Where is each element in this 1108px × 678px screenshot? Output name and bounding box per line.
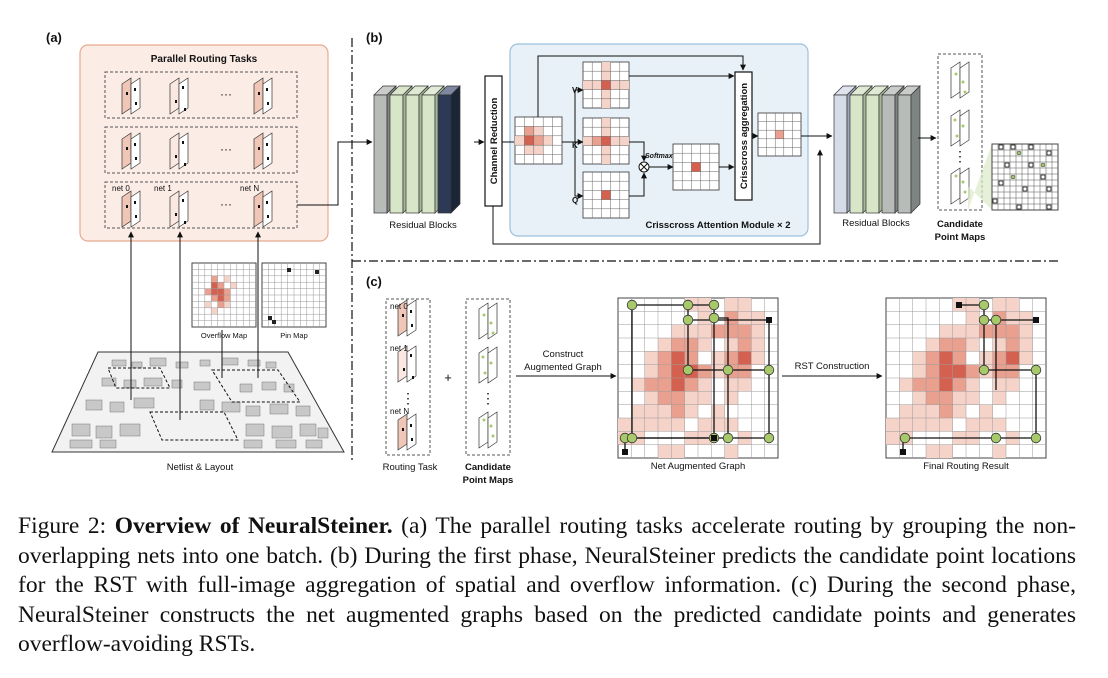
arrow-skip-bottom [492, 149, 823, 245]
candidate-label-c-2: Point Maps [463, 475, 514, 486]
candidate-map [950, 61, 970, 99]
final-routing-result [885, 297, 1047, 459]
zoom-highlight [968, 144, 992, 210]
netlist-layout [51, 351, 345, 453]
ellipsis-row-3: ··· [220, 197, 232, 211]
arrow-skip-top [537, 55, 746, 117]
parallel-routing-tasks-title: Parallel Routing Tasks [151, 54, 258, 65]
task-batch-2 [104, 126, 298, 174]
residual-blocks-right [833, 85, 921, 214]
rst-construction-label: RST Construction [795, 361, 870, 372]
ellipsis-row-2: ··· [220, 142, 232, 156]
panel-c-label: (c) [366, 274, 382, 289]
task-map [121, 190, 141, 228]
residual-blocks-left [373, 85, 461, 214]
routing-task-label: Routing Task [383, 462, 438, 473]
overflow-map [191, 262, 257, 328]
routing-vdots: ⋮ [401, 390, 415, 406]
task-map [169, 190, 189, 228]
residual-blocks-right-label: Residual Blocks [842, 218, 910, 229]
arrow-k-to-mult [629, 141, 647, 162]
task-map [121, 77, 141, 115]
arrow-to-q [574, 142, 584, 199]
caption-label: Figure 2: [18, 513, 115, 539]
net-augmented-graph-label: Net Augmented Graph [651, 461, 746, 472]
candidate-map [950, 167, 970, 205]
attention-module-label: Crisscross Attention Module × 2 [645, 220, 790, 231]
overflow-map-label: Overflow Map [201, 331, 247, 340]
candidate-vdots-b: ⋮ [953, 148, 967, 164]
channel-reduction-label: Channel Reduction [489, 98, 500, 185]
softmax-label: Softmax [645, 153, 674, 160]
routing-map [397, 413, 417, 451]
candidate-map [950, 109, 970, 147]
attention-map [672, 143, 720, 191]
task-map [253, 77, 273, 115]
net-0-label-a: net 0 [112, 184, 130, 193]
task-map [169, 132, 189, 170]
net-augmented-graph [617, 297, 779, 459]
panel-a-label: (a) [46, 30, 62, 45]
candidate-vdots-c: ⋮ [481, 390, 495, 406]
caption-title: Overview of NeuralSteiner. [114, 513, 393, 539]
output-feature-map [757, 112, 802, 157]
pin-map [261, 262, 327, 328]
multiply-icon [638, 161, 650, 173]
candidate-point-maps-b: ⋮ [937, 53, 983, 211]
channel-reduction-block: Channel Reduction [484, 75, 503, 207]
ellipsis-row-1: ··· [220, 87, 232, 101]
arrow-tasks-to-b [297, 139, 373, 206]
zoomed-candidate-grid [991, 143, 1059, 211]
candidate-label-c-1: Candidate [465, 462, 511, 473]
v-feature-map [582, 61, 630, 109]
panel-b-label: (b) [366, 30, 383, 45]
candidate-map [478, 346, 498, 384]
q-label: Q [572, 196, 578, 205]
pin-map-label: Pin Map [280, 331, 308, 340]
net-n-label-c: net N [390, 407, 409, 416]
construct-label-1: Construct [543, 349, 584, 360]
candidate-label-b-2: Point Maps [935, 232, 986, 243]
routing-map [397, 299, 417, 337]
residual-blocks-left-label: Residual Blocks [389, 220, 457, 231]
arrow-q-to-mult [629, 172, 647, 197]
plus-sign: + [444, 370, 452, 385]
task-map [121, 132, 141, 170]
net-0-label-c: net 0 [390, 302, 408, 311]
figure-caption: Figure 2: Overview of NeuralSteiner. (a)… [18, 512, 1076, 660]
task-batch-1 [104, 71, 298, 119]
net-1-label-c: net 1 [390, 344, 408, 353]
final-routing-result-label: Final Routing Result [923, 461, 1009, 472]
q-feature-map [582, 171, 630, 219]
candidate-map [478, 411, 498, 449]
candidate-label-b-1: Candidate [937, 219, 983, 230]
crisscross-aggregation-block: Crisscross aggregation [734, 71, 753, 201]
net-n-label-a: net N [240, 184, 259, 193]
candidate-point-maps-c: ⋮ [465, 298, 511, 456]
k-feature-map [582, 117, 630, 165]
input-feature-map [514, 116, 563, 165]
netlist-layout-label: Netlist & Layout [167, 462, 234, 473]
routing-task-c: net 0 net 1 net N ⋮ [385, 298, 431, 456]
construct-label-2: Augmented Graph [524, 362, 602, 373]
crisscross-aggregation-label: Crisscross aggregation [739, 83, 750, 189]
parallel-routing-tasks-box: Parallel Routing Tasks ··· ··· ··· net 0… [79, 44, 329, 242]
candidate-map [478, 302, 498, 340]
net-1-label-a: net 1 [154, 184, 172, 193]
task-map [253, 132, 273, 170]
routing-map [397, 345, 417, 383]
figure-diagram: (a) Parallel Routing Tasks ··· ··· ··· n… [46, 30, 1059, 486]
task-map [253, 190, 273, 228]
caption-text: (a) The parallel routing tasks accelerat… [18, 513, 1076, 657]
task-map [169, 77, 189, 115]
